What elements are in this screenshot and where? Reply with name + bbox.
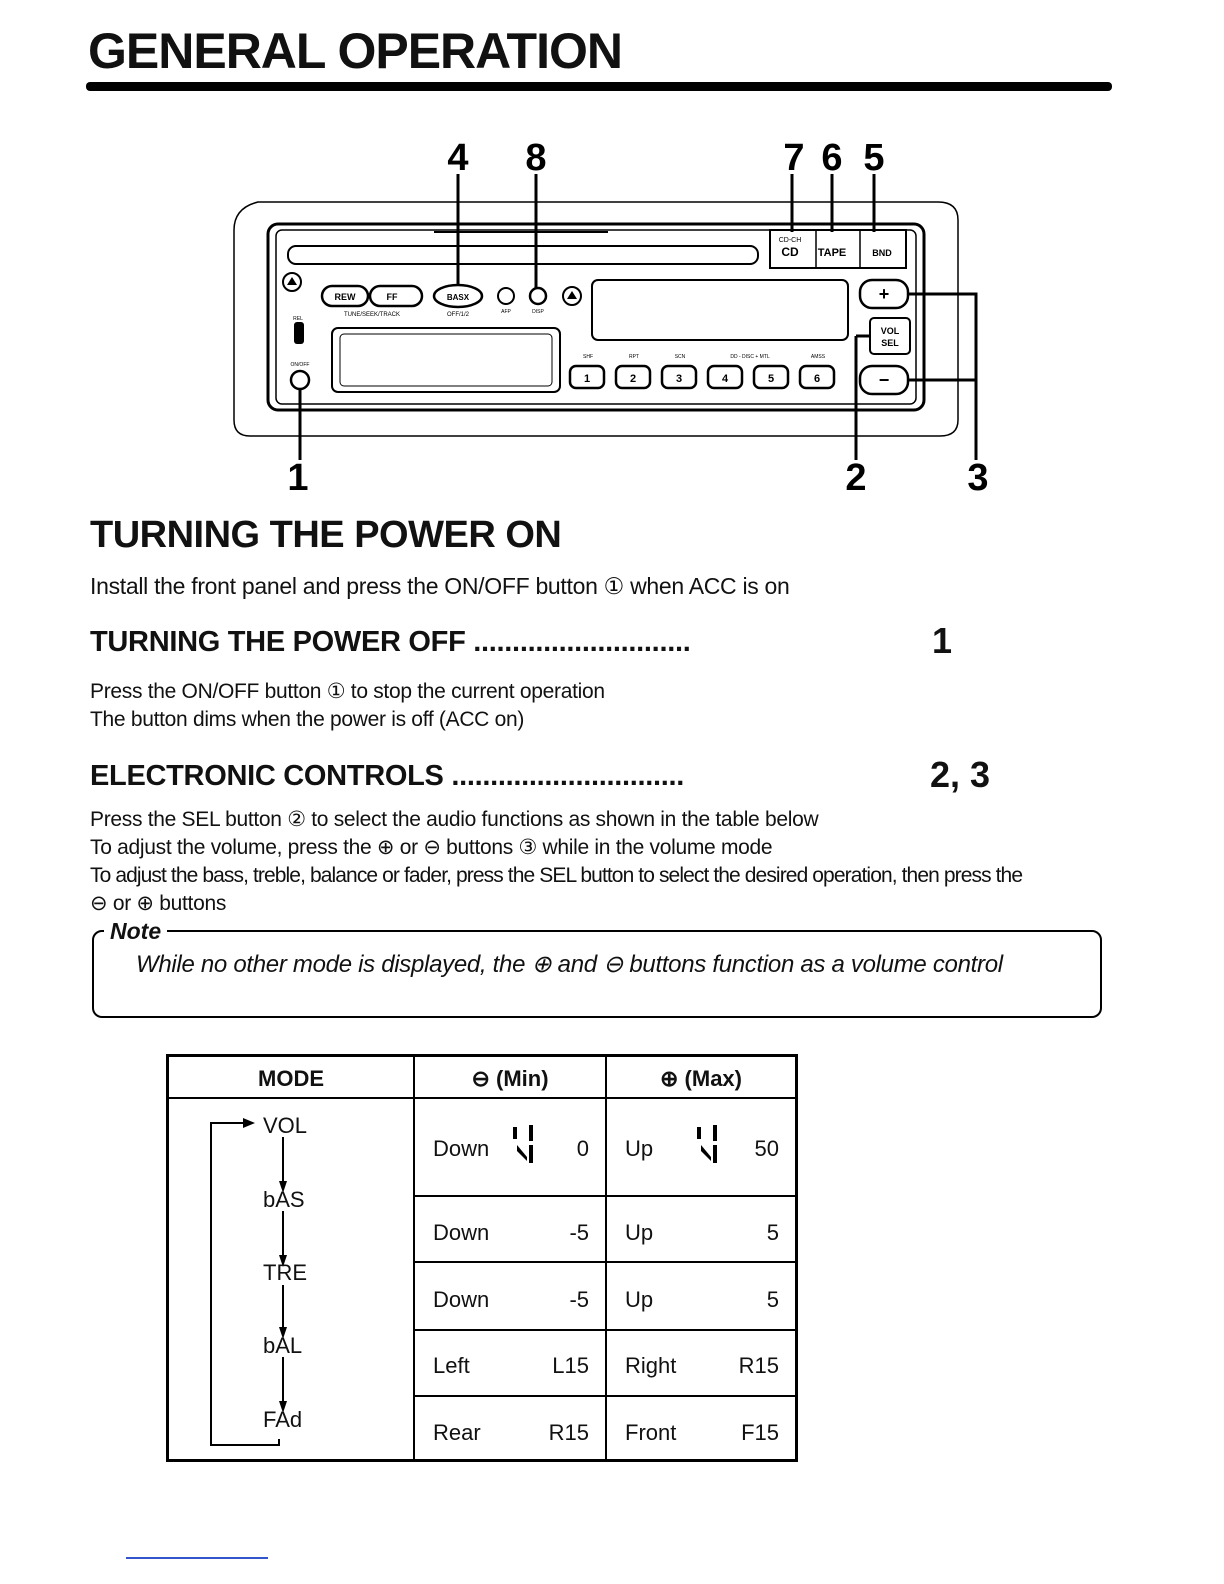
scn-label: SCN — [675, 354, 686, 360]
electronic-ref: 2, 3 — [930, 754, 991, 795]
row4-max-value: R15 — [738, 1353, 779, 1378]
bnd-label: BND — [872, 248, 892, 258]
cdch-label: CD-CH — [779, 237, 802, 244]
head-unit-diagram: CD-CH CD TAPE BND REW FF TUNE/SEEK/TRACK… — [233, 137, 989, 499]
row5-min-label: Rear — [433, 1420, 481, 1445]
rel-label: REL — [293, 316, 303, 322]
electronic-heading-row: ELECTRONIC CONTROLS ....................… — [90, 754, 1010, 795]
eject-right-icon — [562, 286, 582, 306]
tape-label: TAPE — [818, 247, 847, 259]
row2-max-label: Up — [625, 1220, 654, 1245]
cd-label: CD — [781, 245, 799, 259]
electronic-heading: ELECTRONIC CONTROLS ....................… — [90, 760, 685, 792]
disp-label: DISP — [532, 309, 544, 315]
page-title: GENERAL OPERATION — [88, 23, 623, 79]
mode-bas: bAS — [263, 1187, 305, 1212]
header-min: ⊖ (Min) — [471, 1066, 549, 1091]
amss-label: AMSS — [811, 354, 826, 360]
row2-min-label: Down — [433, 1220, 490, 1245]
row1-min-label: Down — [433, 1136, 490, 1161]
note-label: Note — [104, 918, 168, 945]
row5-max-value: F15 — [741, 1420, 779, 1445]
header-mode: MODE — [258, 1066, 324, 1091]
mode-vol: VOL — [263, 1113, 308, 1138]
mode-table: MODE ⊖ (Min) ⊕ (Max) VOL bAS TRE bAL FAd… — [166, 1054, 798, 1462]
row3-max-label: Up — [625, 1287, 654, 1312]
electronic-line-2: To adjust the volume, press the ⊕ or ⊖ b… — [90, 836, 773, 859]
callout-2: 2 — [845, 457, 866, 499]
row2-max-value: 5 — [766, 1220, 779, 1245]
preset-5: 5 — [768, 373, 774, 385]
electronic-line-4: ⊖ or ⊕ buttons — [90, 892, 227, 915]
callout-1: 1 — [287, 457, 308, 499]
row5-min-value: R15 — [548, 1420, 589, 1445]
row4-min-label: Left — [433, 1353, 470, 1378]
ff-label: FF — [387, 292, 398, 302]
preset-6: 6 — [814, 373, 820, 385]
mode-tre: TRE — [263, 1260, 307, 1285]
svg-text:−: − — [879, 370, 890, 390]
row1-min-value: 0 — [576, 1136, 589, 1161]
row3-min-value: -5 — [569, 1287, 589, 1312]
callout-7: 7 — [783, 137, 804, 179]
eject-left-icon — [282, 272, 302, 292]
row4-min-value: L15 — [552, 1353, 589, 1378]
preset-1: 1 — [584, 373, 590, 385]
row3-max-value: 5 — [766, 1287, 779, 1312]
afp-label: AFP — [501, 309, 511, 315]
preset-2: 2 — [630, 373, 636, 385]
callout-4: 4 — [447, 137, 468, 179]
row2-min-value: -5 — [569, 1220, 589, 1245]
onoff-label: ON/OFF — [291, 362, 310, 368]
row1-max-label: Up — [625, 1136, 654, 1161]
rew-label: REW — [335, 292, 357, 302]
preset-3: 3 — [676, 373, 682, 385]
preset-buttons: 1 2 3 4 5 6 — [568, 364, 836, 390]
title-rule — [86, 82, 1112, 91]
header-max: ⊕ (Max) — [660, 1066, 742, 1091]
power-off-line-1: Press the ON/OFF button ① to stop the cu… — [90, 680, 605, 703]
basx-label: BASX — [447, 293, 470, 302]
rpt-label: RPT — [629, 354, 639, 360]
vol-label: VOL — [881, 326, 900, 336]
offmode-label: OFF/1/2 — [447, 312, 470, 318]
mode-bal: bAL — [263, 1333, 303, 1358]
row5-max-label: Front — [625, 1420, 677, 1445]
power-off-ref: 1 — [932, 620, 953, 661]
row4-max-label: Right — [625, 1353, 677, 1378]
shf-label: SHF — [583, 354, 593, 360]
power-off-heading-row: TURNING THE POWER OFF ..................… — [90, 620, 990, 661]
callout-5: 5 — [863, 137, 884, 179]
disc-label: DD - DISC + MTL — [730, 354, 770, 360]
svg-text:+: + — [879, 284, 890, 304]
mode-cycle-arrows — [210, 1118, 287, 1446]
callout-6: 6 — [821, 137, 842, 179]
preset-4: 4 — [722, 373, 729, 385]
power-off-heading: TURNING THE POWER OFF ..................… — [90, 626, 691, 658]
callout-8: 8 — [525, 137, 546, 179]
power-on-text: Install the front panel and press the ON… — [90, 573, 790, 599]
electronic-line-3: To adjust the bass, treble, balance or f… — [90, 864, 1023, 887]
note-box — [92, 930, 1102, 1018]
mode-fad: FAd — [263, 1407, 303, 1432]
sel-label: SEL — [881, 338, 899, 348]
row1-max-value: 50 — [754, 1136, 779, 1161]
power-off-line-2: The button dims when the power is off (A… — [90, 708, 525, 731]
row3-min-label: Down — [433, 1287, 490, 1312]
note-text: While no other mode is displayed, the ⊕ … — [136, 951, 1003, 978]
power-on-heading: TURNING THE POWER ON — [90, 514, 562, 556]
tune-label: TUNE/SEEK/TRACK — [344, 312, 400, 318]
segment-display-icon — [513, 1125, 533, 1163]
callout-3: 3 — [967, 457, 988, 499]
segment-display-icon — [697, 1125, 717, 1163]
footer-rule — [126, 1557, 268, 1559]
electronic-line-1: Press the SEL button ② to select the aud… — [90, 808, 819, 831]
